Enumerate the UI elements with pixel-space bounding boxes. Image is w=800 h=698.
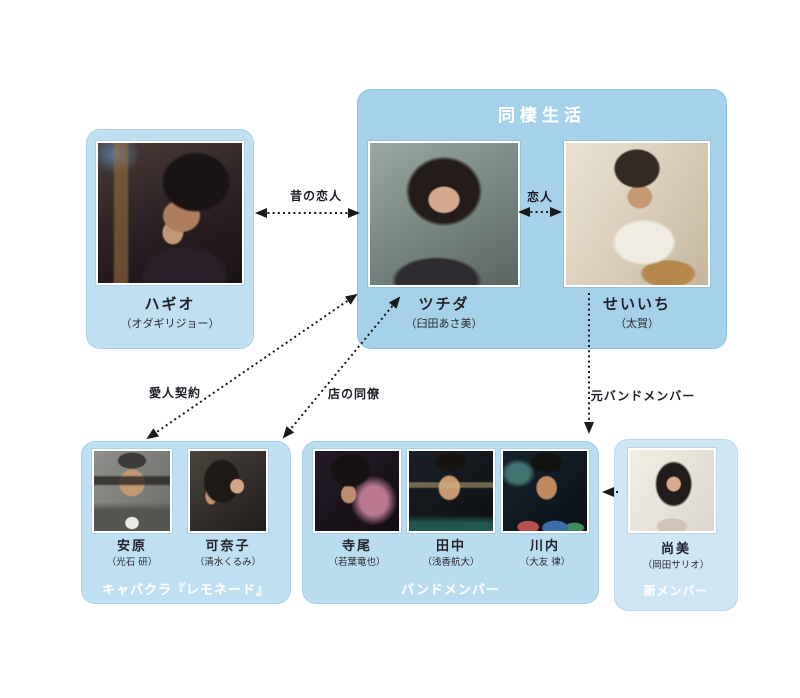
group-box-new-member: 尚美 （岡田サリオ） 新メンバー [615,440,737,610]
photo-kawauchi [501,449,589,533]
actor-name-tanaka: （浅香航大） [422,557,480,569]
actor-name-hagio: （オダギリジョー） [120,316,220,330]
cabaret-footer-label: キャバクラ『レモネード』 [101,583,270,598]
relation-label-ex-band-member: 元バンドメンバー [590,389,696,403]
character-name-kanako: 可奈子 [205,539,251,554]
character-name-yasuhara: 安原 [116,539,147,554]
actor-name-kanako: （清水くるみ） [194,557,262,569]
photo-yasuhara [92,449,172,533]
actor-name-tsuchida: （臼田あさ美） [405,316,483,330]
photo-naomi [628,448,716,533]
card-naomi: 尚美 （岡田サリオ） [615,542,737,572]
relation-label-shop-colleague: 店の同僚 [327,387,380,401]
character-name-kawauchi: 川内 [529,539,560,554]
group-box-cohabitation: 同棲生活 ツチダ （臼田あさ美） せいいち （太賀） [358,90,726,348]
photo-terao [313,449,401,533]
card-yasuhara: 安原 （光石 研） [92,539,172,569]
group-box-hagio: ハギオ （オダギリジョー） [87,130,253,348]
photo-kanako [188,449,268,533]
card-kawauchi: 川内 （大友 律） [501,539,589,569]
cohabitation-title: 同棲生活 [498,106,586,126]
card-hagio: ハギオ （オダギリジョー） [87,296,253,330]
photo-seiichi [564,141,710,287]
relation-label-lovers: 恋人 [526,190,553,204]
actor-name-seiichi: （太賀） [615,316,659,330]
relation-label-old-lovers: 昔の恋人 [289,189,342,203]
photo-hagio [96,141,244,285]
card-seiichi: せいいち （太賀） [564,296,710,330]
character-name-tanaka: 田中 [435,539,466,554]
character-name-terao: 寺尾 [341,539,372,554]
card-terao: 寺尾 （若葉竜也） [313,539,401,569]
character-name-tsuchida: ツチダ [418,295,470,313]
card-tsuchida: ツチダ （臼田あさ美） [368,296,520,330]
actor-name-kawauchi: （大友 律） [519,557,571,569]
character-name-hagio: ハギオ [144,295,196,313]
character-name-naomi: 尚美 [660,542,691,557]
actor-name-terao: （若葉竜也） [328,557,386,569]
group-box-cabaret: 安原 （光石 研） 可奈子 （清水くるみ） キャバクラ『レモネード』 [82,442,290,603]
new-member-footer-label: 新メンバー [643,584,709,598]
card-tanaka: 田中 （浅香航大） [407,539,495,569]
photo-tsuchida [368,141,520,287]
photo-tanaka [407,449,495,533]
actor-name-naomi: （岡田サリオ） [642,560,710,572]
group-box-band: 寺尾 （若葉竜也） 田中 （浅香航大） 川内 （大友 律） バンドメンバー [303,442,598,603]
actor-name-yasuhara: （光石 研） [106,557,158,569]
relation-label-mistress-contract: 愛人契約 [148,386,201,400]
band-footer-label: バンドメンバー [401,583,500,598]
card-kanako: 可奈子 （清水くるみ） [188,539,268,569]
character-name-seiichi: せいいち [602,295,671,313]
